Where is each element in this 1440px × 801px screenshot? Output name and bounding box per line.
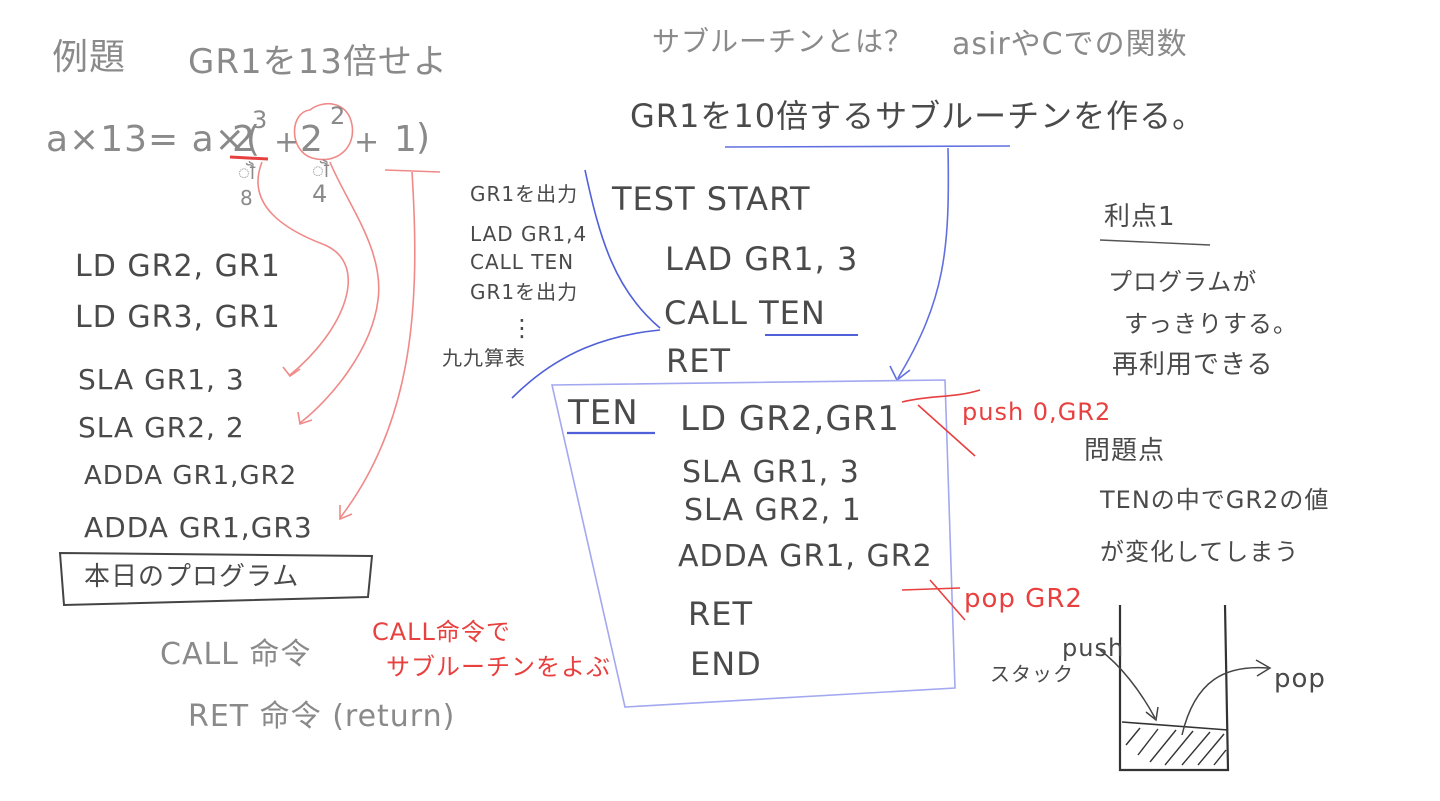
side-note-3: CALL TEN <box>470 250 575 274</box>
problems-line-1: TENの中でGR2の値 <box>1100 486 1330 514</box>
mark-near-one <box>384 169 441 173</box>
push-note: push 0,GR2 <box>962 398 1112 426</box>
formula-value-4: 4 <box>312 180 329 208</box>
pop-note: pop GR2 <box>964 584 1083 614</box>
formula-one: 1 <box>394 119 418 160</box>
side-note-4: GR1を出力 <box>470 280 579 304</box>
arrow-title-to-subroutine <box>897 147 950 379</box>
advantages-line-3: 再利用できる <box>1112 350 1274 380</box>
side-note-table: 九九算表 <box>442 346 526 370</box>
left-program-line-6: ADDA GR1,GR3 <box>84 511 313 544</box>
stack-pop-label: pop <box>1274 664 1326 694</box>
advantages-title: 利点1 <box>1104 202 1176 232</box>
stack-label: スタック <box>990 662 1074 686</box>
subroutine-question: サブルーチンとは？ <box>652 25 914 58</box>
formula-power-2: 2 <box>300 119 324 160</box>
pop-mark <box>901 587 961 591</box>
main-line-4: RET <box>666 342 731 380</box>
subroutine-line-3: SLA GR2, 1 <box>684 493 862 528</box>
subroutine-line-2: SLA GR1, 3 <box>682 455 860 490</box>
formula-exponent-2: 2 <box>330 102 347 130</box>
subroutine-line-5: RET <box>688 595 753 633</box>
formula-close-paren: ) <box>416 117 432 158</box>
ret-instruction-label: RET 命令 (return) <box>188 699 456 734</box>
formula-exponent-1: 3 <box>252 106 269 134</box>
task-title: GR1を10倍するサブルーチンを作る。 <box>630 97 1206 135</box>
left-program-line-2: LD GR3, GR1 <box>75 300 281 335</box>
title-underline <box>724 145 1011 148</box>
main-line-1: TEST START <box>612 180 811 218</box>
call-instruction-label: CALL 命令 <box>160 637 312 672</box>
formula-power-1: 2 <box>232 119 256 160</box>
advantages-line-2: すっきりする。 <box>1124 310 1299 338</box>
subroutine-label: TEN <box>568 393 639 433</box>
formula-eq-8: ॏ <box>238 160 257 184</box>
example-text: GR1を13倍せよ <box>188 42 448 82</box>
formula-left: a×13= a×( <box>46 119 261 160</box>
example-label: 例題 <box>52 37 127 78</box>
problems-line-2: が変化してしまう <box>1100 538 1300 566</box>
left-program-line-4: SLA GR2, 2 <box>78 411 245 444</box>
subroutine-answer: asirやCでの関数 <box>952 27 1188 62</box>
stack-container <box>1118 604 1230 772</box>
side-note-dots: ⋮ <box>510 314 535 342</box>
call-note-line-2: サブルーチンをよぶ <box>386 653 611 681</box>
left-program-line-5: ADDA GR1,GR2 <box>84 461 298 491</box>
stack-top-line <box>1121 721 1229 731</box>
left-program-line-3: SLA GR1, 3 <box>78 363 245 396</box>
formula-value-8: 8 <box>240 186 254 210</box>
subroutine-line-4: ADDA GR1, GR2 <box>678 539 933 574</box>
subroutine-line-6: END <box>690 645 762 683</box>
problems-title: 問題点 <box>1084 436 1166 466</box>
side-note-1: GR1を出力 <box>470 182 579 206</box>
arrow-one-to-adda <box>339 171 416 519</box>
call-note-line-1: CALL命令で <box>372 618 511 646</box>
stack-hatching <box>1125 727 1227 766</box>
subroutine-line-1: LD GR2,GR1 <box>680 399 900 439</box>
main-line-2: LAD GR1, 3 <box>665 240 859 278</box>
advantages-underline <box>1099 239 1211 246</box>
side-note-2: LAD GR1,4 <box>470 222 588 246</box>
stack-push-label: push <box>1062 634 1125 662</box>
advantages-line-1: プログラムが <box>1108 268 1258 296</box>
formula-plus-2: + <box>354 125 381 160</box>
formula-plus-1: + <box>274 125 301 160</box>
formula-eq-4: ॏ <box>312 158 331 182</box>
left-program-line-1: LD GR2, GR1 <box>75 249 281 284</box>
program-box-label: 本日のプログラム <box>84 562 300 592</box>
main-line-3: CALL TEN <box>664 294 826 332</box>
pop-arrow <box>1181 666 1269 736</box>
